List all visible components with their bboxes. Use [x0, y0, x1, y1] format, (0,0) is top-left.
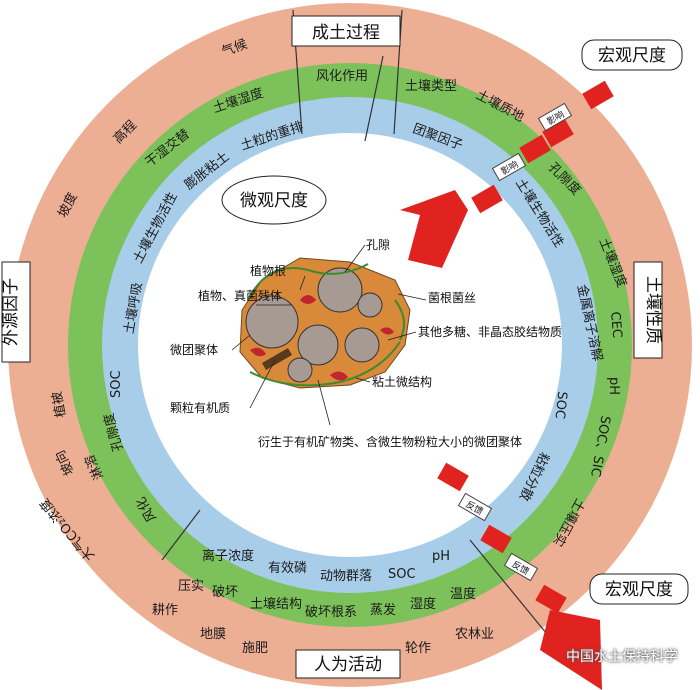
box-top: 成土过程 [291, 15, 401, 47]
pore-circle [317, 267, 363, 313]
arrow-into-center [400, 190, 468, 268]
debris-red-2 [330, 371, 348, 381]
label-turangjiegou: 土壤结构 [250, 596, 302, 612]
label-pom: 颗粒有机质 [170, 400, 230, 415]
label-fenghua: 风化作用 [316, 69, 368, 84]
dash-4 [471, 184, 503, 214]
red-arrows [400, 80, 614, 690]
label-lunzuo: 轮作 [405, 641, 431, 656]
label-youxiaolin: 有效磷 [268, 561, 307, 576]
label-derived: 衍生于有机矿物类、含微生物粉粒大小的微团聚体 [258, 434, 522, 449]
label-turangleixing: 土壤类型 [405, 78, 457, 94]
label-nonglinye: 农林业 [455, 627, 494, 642]
hyphae-lines [247, 263, 405, 387]
label-gengzuo: 耕作 [152, 602, 178, 618]
micro-agg-4 [287, 357, 313, 383]
label-sugars: 其他多糖、非晶态胶结物质 [418, 324, 562, 339]
macro-top-label: 宏观尺度 [598, 46, 666, 66]
label-soc-b: SOC [388, 567, 416, 582]
label-b-yashi: 压实 [178, 579, 204, 594]
box-bottom-label: 人为活动 [314, 655, 382, 675]
micro-agg-1 [245, 295, 299, 349]
micro-agg-3 [344, 327, 380, 363]
leader-lines [231, 244, 427, 426]
watermark: 中国水土保持科学 [566, 649, 678, 665]
dash-2 [542, 118, 574, 148]
label-ph-b: pH [432, 549, 450, 564]
box-left-label: 外源因子 [1, 278, 21, 346]
box-left: 外源因子 [1, 261, 31, 363]
label-ph: pH [606, 377, 621, 395]
label-b-shidu: 湿度 [410, 596, 436, 612]
label-dimo: 地膜 [200, 627, 226, 642]
micro-agg-2 [297, 324, 339, 366]
label-micro: 微团聚体 [170, 343, 218, 357]
pore-circle-small [357, 292, 383, 318]
label-soc-l: SOC [109, 370, 124, 398]
debris-red-3 [250, 347, 266, 357]
dash-6 [480, 524, 512, 554]
dash-7 [535, 584, 567, 614]
label-pohuai: 破坏 [212, 585, 238, 600]
label-soc-r: SOC [552, 391, 570, 420]
dash-1 [582, 80, 614, 110]
box-right: 土壤性质 [633, 261, 664, 359]
arrow-out [540, 610, 602, 690]
label-pore: 孔隙 [366, 238, 390, 252]
center-title-label: 微观尺度 [240, 191, 308, 211]
center-title: 微观尺度 [221, 175, 327, 225]
aggregate-core [239, 257, 411, 389]
dash-3 [519, 134, 551, 164]
label-dongwu: 动物群落 [320, 569, 372, 584]
label-zhengfa: 蒸发 [370, 602, 396, 618]
label-cec: CEC [607, 311, 624, 339]
macro-bottom: 宏观尺度 [589, 573, 689, 605]
macro-top: 宏观尺度 [581, 39, 683, 71]
dash-5 [437, 462, 469, 492]
box-top-label: 成土过程 [312, 23, 380, 43]
label-zhibei: 植被 [50, 390, 69, 418]
label-shifei: 施肥 [242, 641, 268, 656]
pom-particle [262, 348, 292, 370]
debris-red-4 [380, 327, 394, 335]
macro-bottom-label: 宏观尺度 [605, 580, 673, 600]
label-fungi: 菌根菌丝 [428, 291, 476, 305]
center-labels: 孔隙 植物根 植物、真菌残体 微团聚体 颗粒有机质 菌根菌丝 其他多糖、非晶态胶… [170, 238, 562, 449]
box-right-label: 土壤性质 [643, 276, 664, 344]
label-wendu: 温度 [450, 586, 476, 602]
label-clay: 粘土微结构 [372, 374, 432, 389]
label-debris-1: 植物、真菌残体 [198, 288, 282, 303]
label-pohuaigenxi: 破坏根系 [305, 605, 357, 620]
box-bottom: 人为活动 [295, 649, 401, 679]
label-root: 植物根 [250, 263, 286, 278]
debris-red-1 [300, 295, 316, 304]
label-lizi: 离子浓度 [202, 548, 254, 564]
